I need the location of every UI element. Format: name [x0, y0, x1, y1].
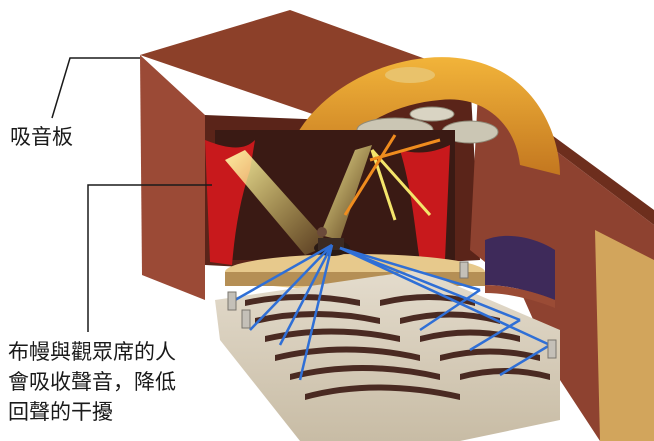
- label-curtain-line-1: 布幔與觀眾席的人: [8, 340, 176, 364]
- audience-floor: [215, 270, 560, 441]
- light-beam-left: [225, 150, 330, 255]
- label-absorber-panel: 吸音板: [10, 125, 73, 149]
- reflection-rays: [343, 134, 441, 221]
- label-curtain-line-3: 回聲的干擾: [8, 400, 113, 424]
- leader-line-absorber: [51, 57, 140, 119]
- ceiling-shell: [280, 57, 560, 200]
- speaker-icon: [227, 261, 557, 359]
- balcony-rail: [485, 285, 555, 308]
- seating-rows: [245, 294, 550, 400]
- label-curtain-line-2: 會吸收聲音，降低: [8, 370, 176, 394]
- left-wall: [140, 55, 205, 300]
- ceiling-vent: [385, 67, 435, 83]
- leader-line-curtain: [87, 184, 212, 332]
- curtain-right: [400, 145, 450, 262]
- sound-paths: [234, 243, 551, 381]
- right-wall-shade: [595, 230, 654, 441]
- light-beam-center: [320, 145, 372, 240]
- label-curtain-audience: 布幔與觀眾席的人 會吸收聲音，降低 回聲的干擾: [8, 337, 176, 427]
- balcony: [485, 235, 555, 300]
